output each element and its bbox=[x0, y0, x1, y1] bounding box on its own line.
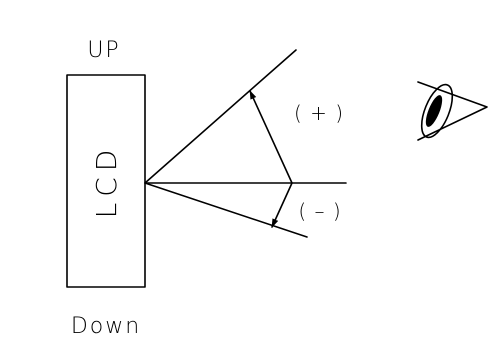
lower-view-line bbox=[144, 182, 308, 238]
positive-angle-label: ( + ) bbox=[294, 101, 344, 125]
upper-view-line bbox=[144, 49, 297, 184]
positive-angle-arrow bbox=[249, 90, 293, 184]
lcd-panel bbox=[66, 74, 146, 288]
up-label: UP bbox=[87, 38, 120, 63]
down-label: Down bbox=[71, 314, 141, 339]
lcd-label: LCD bbox=[90, 144, 123, 219]
negative-angle-arrow bbox=[271, 182, 293, 228]
eye-icon bbox=[417, 81, 488, 141]
negative-angle-label: ( – ) bbox=[298, 199, 341, 223]
